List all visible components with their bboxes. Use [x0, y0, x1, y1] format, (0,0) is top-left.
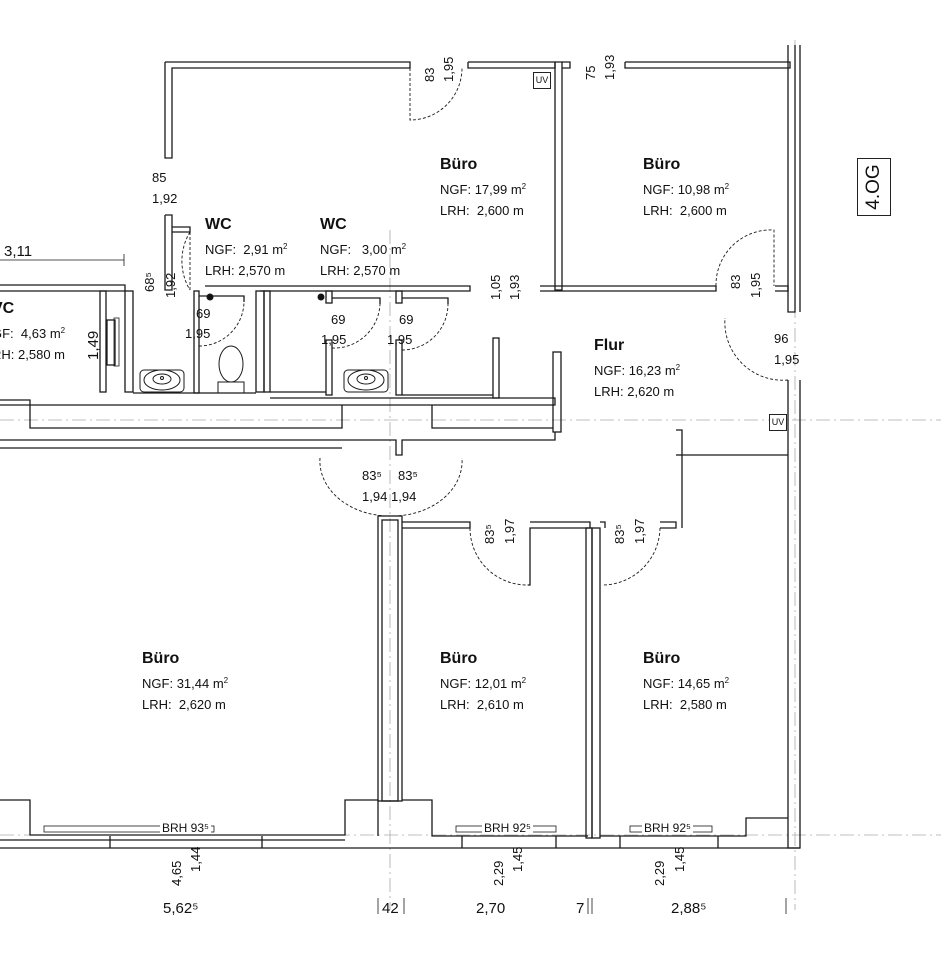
dim-85: 85 [152, 170, 167, 185]
dim-311: 3,11 [4, 243, 33, 260]
switch-dot-1 [206, 293, 214, 301]
dim-195-c: 1,95 [387, 332, 413, 347]
dim-192-b: 1,92 [163, 272, 178, 298]
room-buero-10: Büro NGF: 10,98 m2 LRH: 2,600 m [643, 156, 730, 218]
dim-144: 1,44 [188, 846, 203, 872]
dim-69-a: 69 [196, 306, 211, 321]
room-wc-left: VC GF: 4,63 m2 RH: 2,580 m [0, 300, 66, 362]
dim-229-a: 2,29 [491, 860, 506, 886]
dim-75: 75 [583, 65, 598, 80]
dim-96: 96 [774, 331, 789, 346]
dim-194-a: 1,94 [362, 489, 388, 504]
sanitary-fixtures [113, 293, 389, 394]
room-flur: Flur NGF: 16,23 m2 LRH: 2,620 m [594, 337, 681, 399]
room-buero-31: Büro NGF: 31,44 m2 LRH: 2,620 m [142, 650, 229, 712]
dim-69-c: 69 [399, 312, 414, 327]
dim-193-top: 1,93 [602, 54, 617, 80]
brh-label-c: BRH 92⁵ [642, 821, 693, 835]
room-buero-17: Büro NGF: 17,99 m2 LRH: 2,600 m [440, 156, 527, 218]
dim-229-b: 2,29 [652, 860, 667, 886]
dim-835-c: 83⁵ [482, 524, 497, 544]
dim-105: 1,05 [488, 274, 503, 300]
dim-685: 68⁵ [142, 272, 157, 292]
dim-197-b: 1,97 [632, 518, 647, 544]
dim-69-b: 69 [331, 312, 346, 327]
brh-label-a: BRH 93⁵ [160, 821, 211, 835]
plan-walls [0, 40, 941, 914]
switch-dot-2 [317, 293, 325, 301]
room-wc-2: WC NGF: 3,00 m2 LRH: 2,570 m [320, 216, 407, 278]
dim-145-b: 1,45 [672, 846, 687, 872]
floor-label: 4.OG [857, 158, 891, 216]
room-wc-1: WC NGF: 2,91 m2 LRH: 2,570 m [205, 216, 288, 278]
dim-7: 7 [576, 900, 585, 917]
dim-145-a: 1,45 [510, 846, 525, 872]
dim-2885: 2,88⁵ [671, 900, 707, 917]
dim-197-a: 1,97 [502, 518, 517, 544]
sink-2 [343, 369, 389, 393]
dim-195-b: 1,95 [321, 332, 347, 347]
dim-83-right: 83 [728, 274, 743, 289]
dim-835-b: 83⁵ [398, 468, 418, 483]
dim-83-top: 83 [422, 67, 437, 82]
dim-835-d: 83⁵ [612, 524, 627, 544]
dim-193-mid: 1,93 [507, 274, 522, 300]
dim-192-a: 1,92 [152, 191, 178, 206]
dim-195-top: 1,95 [441, 56, 456, 82]
brh-label-b: BRH 92⁵ [482, 821, 533, 835]
dim-149: 1,49 [85, 330, 102, 360]
sink-1 [139, 369, 185, 393]
room-buero-12: Büro NGF: 12,01 m2 LRH: 2,610 m [440, 650, 527, 712]
dim-465: 4,65 [169, 860, 184, 886]
dim-195-flur: 1,95 [774, 352, 800, 367]
dim-42: 42 [382, 900, 399, 917]
dim-5625: 5,62⁵ [163, 900, 199, 917]
uv-box-top: UV [533, 72, 551, 89]
toilet-1 [217, 345, 245, 394]
door-swings [181, 67, 789, 586]
dim-195-a: 1,95 [185, 326, 211, 341]
dim-195-right: 1,95 [748, 272, 763, 298]
dim-835-a: 83⁵ [362, 468, 382, 483]
room-buero-14: Büro NGF: 14,65 m2 LRH: 2,580 m [643, 650, 730, 712]
uv-box-flur: UV [769, 414, 787, 431]
dim-194-b: 1,94 [391, 489, 417, 504]
dim-270: 2,70 [476, 900, 506, 917]
